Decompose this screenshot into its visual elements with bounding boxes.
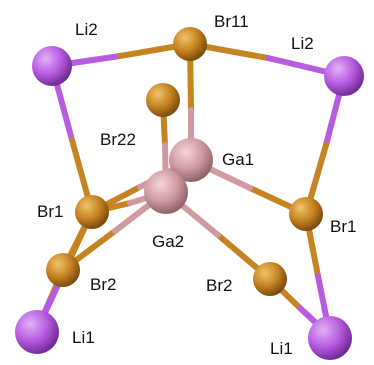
label-br2-left: Br2 [90,275,116,294]
label-li2-left: Li2 [75,20,98,39]
atom-li2-left [32,46,72,86]
label-ga2: Ga2 [152,232,184,251]
atom-br2-left [46,253,80,287]
atom-li1-right [308,316,352,360]
atom-ga2 [144,170,188,214]
label-br2-right: Br2 [206,276,232,295]
label-li1-right: Li1 [270,339,293,358]
label-br1-right: Br1 [330,217,356,236]
label-ga1: Ga1 [222,150,254,169]
atom-li2-right [324,56,364,96]
atom-br11 [173,27,207,61]
label-br1-left: Br1 [37,202,63,221]
bonds-layer [34,41,347,339]
label-li1-left: Li1 [72,328,95,347]
atom-br2-right [253,262,287,296]
atom-br22 [146,83,180,117]
atom-li1-left [15,310,59,354]
atoms-layer [15,27,364,360]
label-br11: Br11 [214,12,249,31]
atom-br1-left [75,195,109,229]
label-br22: Br22 [100,130,136,149]
atom-br1-right [289,197,323,231]
label-li2-right: Li2 [291,34,314,53]
atom-ga1 [169,138,213,182]
labels-layer: Li2 Br11 Li2 Br22 Ga1 Ga2 Br1 Br1 Br2 Br… [37,12,356,358]
